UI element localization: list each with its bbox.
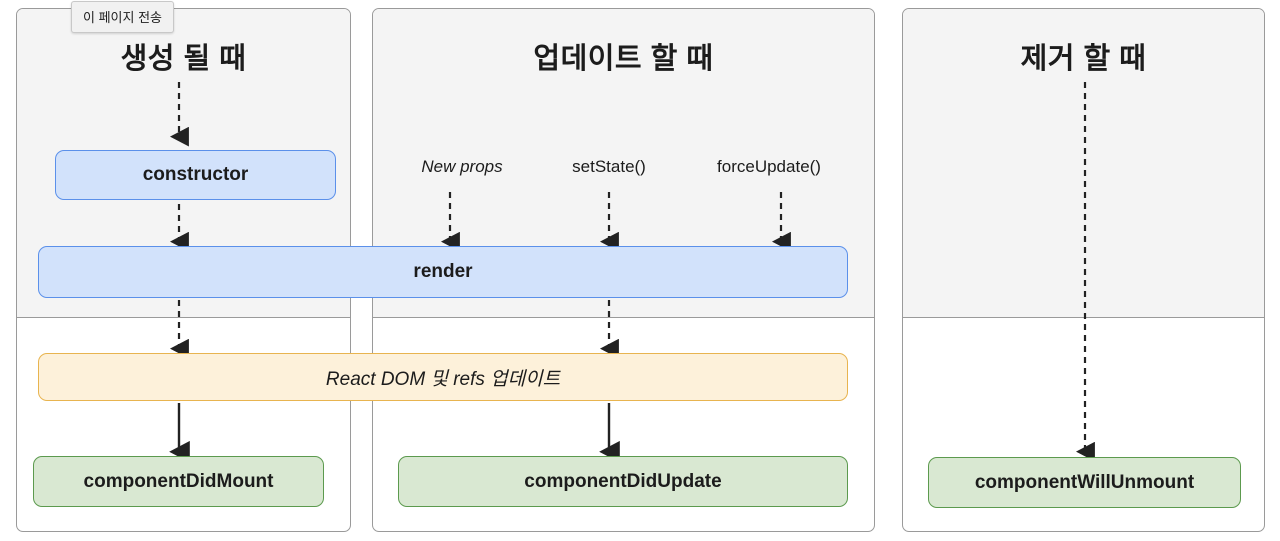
trigger-label-force-update: forceUpdate(): [717, 157, 821, 176]
panel-unmounting: 제거 할 때 componentWillUnmount: [902, 8, 1265, 532]
node-react-dom-refs-update[interactable]: React DOM 및 refs 업데이트: [38, 353, 848, 401]
trigger-label-set-state: setState(): [572, 157, 646, 176]
node-render[interactable]: render: [38, 246, 848, 298]
panel-title-mounting: 생성 될 때: [120, 43, 247, 75]
trigger-label-new-props: New props: [421, 157, 503, 176]
panel-title-unmounting: 제거 할 때: [1020, 43, 1147, 75]
node-component-will-unmount[interactable]: componentWillUnmount: [928, 457, 1241, 508]
panel-title-updating: 업데이트 할 때: [533, 43, 714, 75]
node-component-did-update[interactable]: componentDidUpdate: [398, 456, 848, 507]
render-phase-region-unmounting: [903, 9, 1264, 318]
node-constructor[interactable]: constructor: [55, 150, 336, 200]
browser-tooltip: 이 페이지 전송: [71, 1, 174, 33]
node-component-did-mount[interactable]: componentDidMount: [33, 456, 324, 507]
